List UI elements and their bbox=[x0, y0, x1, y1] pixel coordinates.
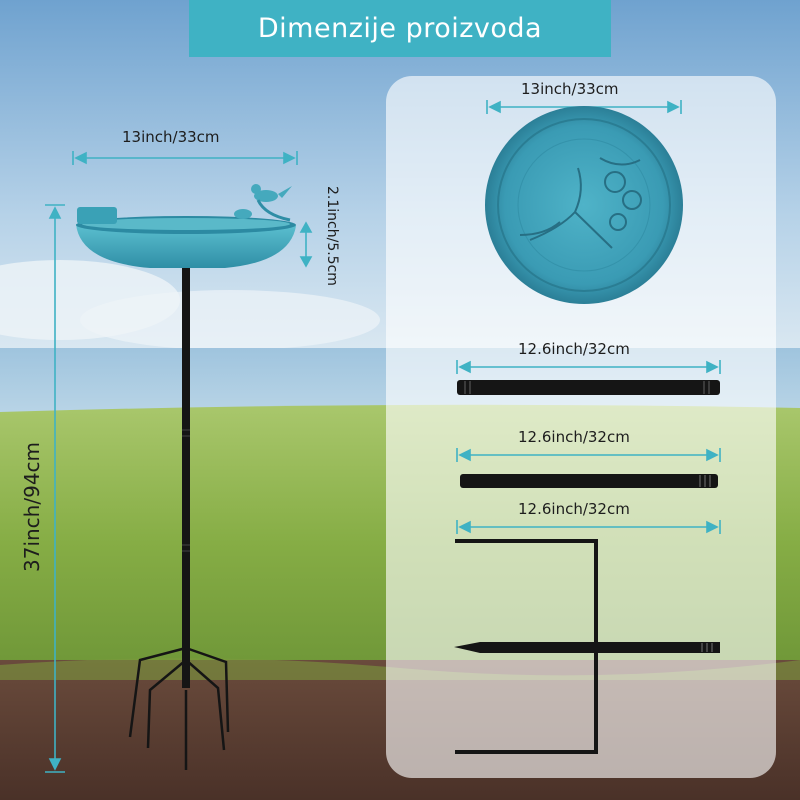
bowl-height-line bbox=[299, 221, 313, 268]
pole-segment-2 bbox=[460, 474, 718, 488]
bowl-height-label: 2.1inch/5.5cm bbox=[324, 186, 340, 286]
segment-2-label: 12.6inch/32cm bbox=[518, 428, 630, 446]
total-height-line bbox=[45, 204, 65, 773]
pole-segment-1 bbox=[457, 380, 720, 395]
cloud bbox=[80, 290, 380, 350]
segment-3-label: 12.6inch/32cm bbox=[518, 500, 630, 518]
top-view-width-label: 13inch/33cm bbox=[521, 80, 619, 98]
page-title: Dimenzije proizvoda bbox=[257, 13, 543, 44]
bowl-top-view bbox=[485, 106, 683, 304]
pole bbox=[182, 268, 190, 688]
bowl-width-label: 13inch/33cm bbox=[122, 128, 220, 146]
segment-1-line bbox=[456, 360, 721, 374]
stake-spike bbox=[454, 642, 720, 653]
title-banner: Dimenzije proizvoda bbox=[189, 0, 611, 57]
bird-ornament bbox=[234, 184, 292, 219]
hummingbird-emboss bbox=[519, 157, 642, 249]
total-height-label: 37inch/94cm bbox=[20, 441, 44, 572]
bowl-width-line bbox=[72, 151, 298, 165]
segment-2-line bbox=[456, 448, 721, 462]
bowl bbox=[76, 224, 296, 268]
stake-feet bbox=[128, 646, 230, 770]
bowl-feeder-cup bbox=[77, 207, 117, 224]
segment-3-line bbox=[456, 520, 721, 534]
segment-1-label: 12.6inch/32cm bbox=[518, 340, 630, 358]
